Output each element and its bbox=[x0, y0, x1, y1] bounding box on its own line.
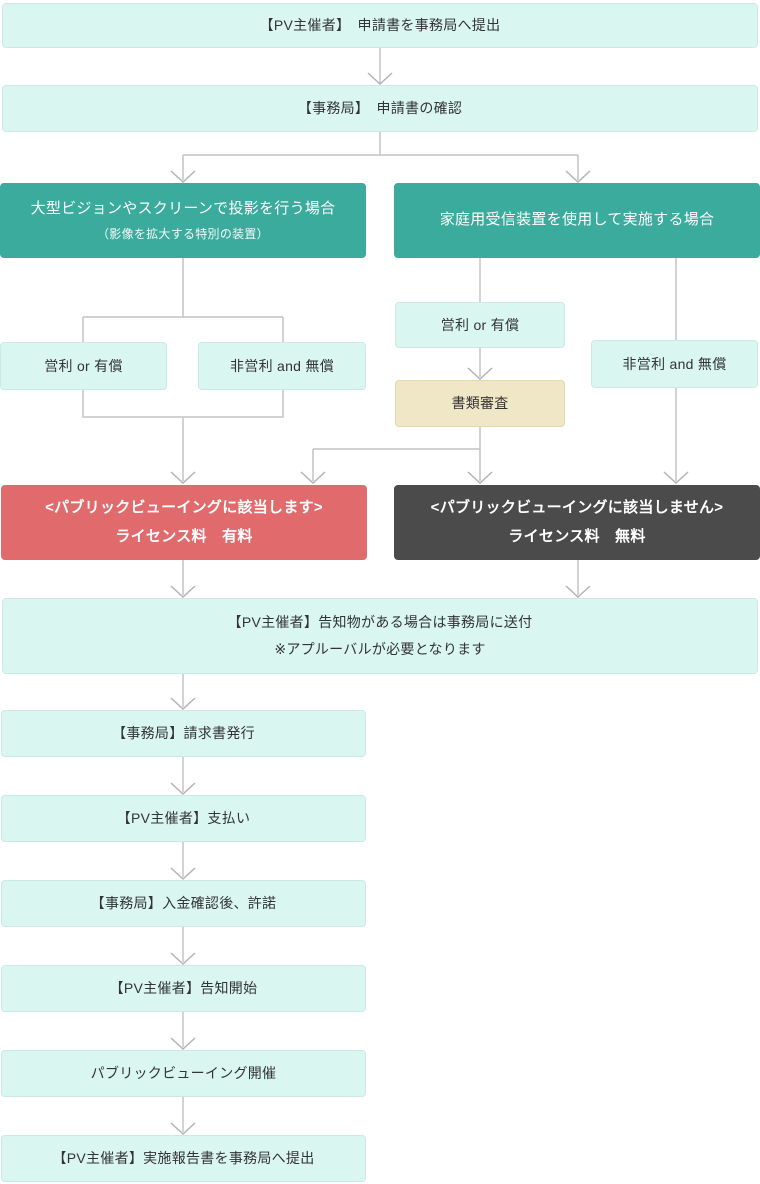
submit-application-box: 【PV主催者】 申請書を事務局へ提出 bbox=[2, 3, 758, 48]
projection-case-title: 大型ビジョンやスクリーンで投影を行う場合 bbox=[30, 200, 336, 218]
step-announcement-box: 【PV主催者】告知開始 bbox=[1, 965, 366, 1012]
pv-not-applicable-line2: ライセンス料 無料 bbox=[508, 527, 646, 545]
notice-approval-box: 【PV主催者】告知物がある場合は事務局に送付 ※アプルーバルが必要となります bbox=[2, 598, 758, 674]
pv-applicable-box: <パブリックビューイングに該当します> ライセンス料 有料 bbox=[1, 485, 367, 560]
pv-not-applicable-box: <パブリックビューイングに該当しません> ライセンス料 無料 bbox=[394, 485, 760, 560]
notice-approval-line1: 【PV主催者】告知物がある場合は事務局に送付 bbox=[227, 614, 533, 631]
confirm-application-box: 【事務局】 申請書の確認 bbox=[2, 85, 758, 132]
step-report-box: 【PV主催者】実施報告書を事務局へ提出 bbox=[1, 1135, 366, 1182]
pv-not-applicable-line1: <パブリックビューイングに該当しません> bbox=[430, 499, 724, 516]
home-noncommercial-box: 非営利 and 無償 bbox=[591, 340, 758, 388]
projection-noncommercial-box: 非営利 and 無償 bbox=[198, 342, 366, 390]
home-receiver-case-title: 家庭用受信装置を使用して実施する場合 bbox=[439, 211, 715, 229]
pv-applicable-line1: <パブリックビューイングに該当します> bbox=[45, 499, 323, 516]
projection-case-box: 大型ビジョンやスクリーンで投影を行う場合 （影像を拡大する特別の装置） bbox=[0, 183, 366, 258]
notice-approval-line2: ※アプルーバルが必要となります bbox=[274, 641, 486, 657]
step-payment-box: 【PV主催者】支払い bbox=[1, 795, 366, 842]
home-receiver-case-box: 家庭用受信装置を使用して実施する場合 bbox=[394, 183, 760, 258]
step-invoice-box: 【事務局】請求書発行 bbox=[1, 710, 366, 757]
projection-case-subtitle: （影像を拡大する特別の装置） bbox=[97, 226, 269, 241]
document-review-box: 書類審査 bbox=[395, 380, 565, 427]
pv-applicable-line2: ライセンス料 有料 bbox=[115, 527, 253, 545]
home-commercial-box: 営利 or 有償 bbox=[395, 302, 565, 348]
step-permission-box: 【事務局】入金確認後、許諾 bbox=[1, 880, 366, 927]
projection-commercial-box: 営利 or 有償 bbox=[0, 342, 167, 390]
step-event-box: パブリックビューイング開催 bbox=[1, 1050, 366, 1097]
